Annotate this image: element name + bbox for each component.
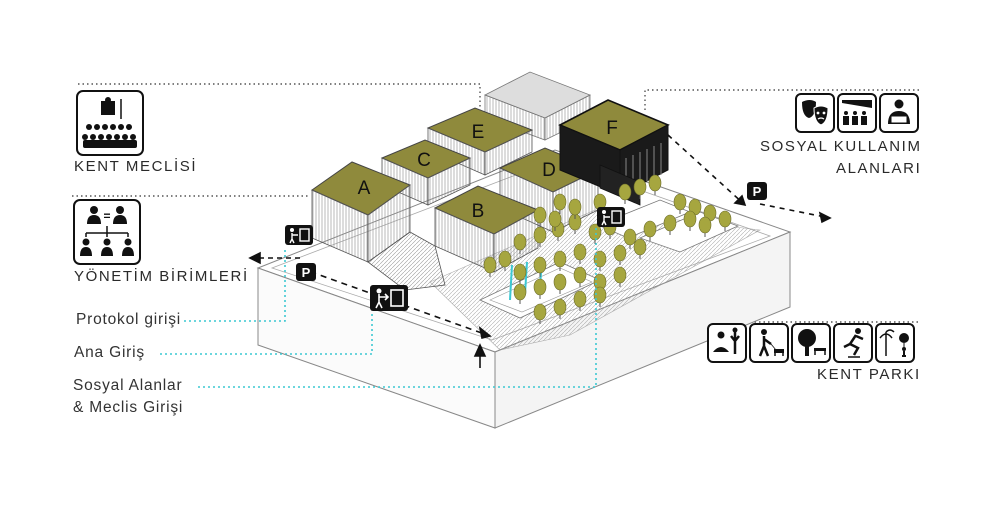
management-hierarchy-icon: = [73,199,141,265]
tree [698,216,712,237]
tree [633,178,647,199]
leader-lines [72,83,920,323]
tree [513,233,527,254]
block-letter-a: A [358,178,371,199]
block-a: A [310,161,412,263]
tree [718,210,732,231]
label-sosyal-line1: SOSYAL KULLANIM [760,138,922,155]
equals-sign: = [103,209,110,223]
entrance-leaders [160,228,597,388]
tree [513,283,527,304]
parking-letter: P [753,184,762,199]
water-jet [509,264,513,301]
tree [548,210,562,231]
tree [663,214,677,235]
label-kent-parki: KENT PARKI [817,366,921,383]
entrance-marker-protokol [285,225,313,245]
tree-bench-icon [791,323,831,363]
tree [683,210,697,231]
tree [573,243,587,264]
tree [643,220,657,241]
block-e: E [426,107,534,176]
tree [613,244,627,265]
leader-protokol [184,247,286,322]
label-sosyal-line2: ALANLARI [836,160,922,177]
parking-letter: P [302,265,311,280]
block-c: C [380,139,472,206]
cinema-seating-icon [837,93,877,133]
tree [533,226,547,247]
label-kent-meclisi: KENT MECLİSİ [74,158,198,175]
park-trees [483,174,732,324]
tree [588,223,602,244]
tree [533,278,547,299]
leader-sosyal [644,89,920,110]
parking-marker-left: P [296,263,316,281]
tree [553,250,567,271]
tree [648,174,662,195]
tree [673,193,687,214]
parking-marker-right: P [747,182,767,200]
leader-ana [160,312,373,355]
tree [553,193,567,214]
label-protokol-girisi: Protokol girişi [76,311,182,328]
tree [593,250,607,271]
fountain-child-icon [875,323,915,363]
tree [513,263,527,284]
tree [533,256,547,277]
label-sosyal-meclis-line2: & Meclis Girişi [73,399,184,416]
label-sosyal-meclis-line1: Sosyal Alanlar [73,377,183,394]
entrance-marker-ana [370,285,408,311]
tree [618,183,632,204]
circulation-arrows [248,134,832,368]
tree [483,256,497,277]
block-letter-b: B [472,201,485,222]
block-letter-f: F [606,118,618,139]
tree [573,266,587,287]
meditation-person-icon [707,323,747,363]
tree [593,286,607,307]
tree [533,206,547,227]
tree [633,238,647,259]
skating-person-icon [833,323,873,363]
tree [533,303,547,324]
dog-walking-icon [749,323,789,363]
tree [553,298,567,319]
tree [568,198,582,219]
tree [613,266,627,287]
theatre-masks-icon [795,93,835,133]
block-letter-e: E [472,122,485,143]
reading-person-icon [879,93,919,133]
council-assembly-icon [76,90,144,156]
leader-kent-meclisi [78,83,481,110]
entrance-marker-sosyal [597,207,625,227]
tree [498,250,512,271]
label-ana-giris: Ana Giriş [74,344,145,361]
tree [553,273,567,294]
block-letter-c: C [417,150,431,171]
tree [573,290,587,311]
label-yonetim-birimleri: YÖNETİM BİRİMLERİ [74,268,249,285]
tree [623,228,637,249]
block-letter-d: D [542,160,556,181]
